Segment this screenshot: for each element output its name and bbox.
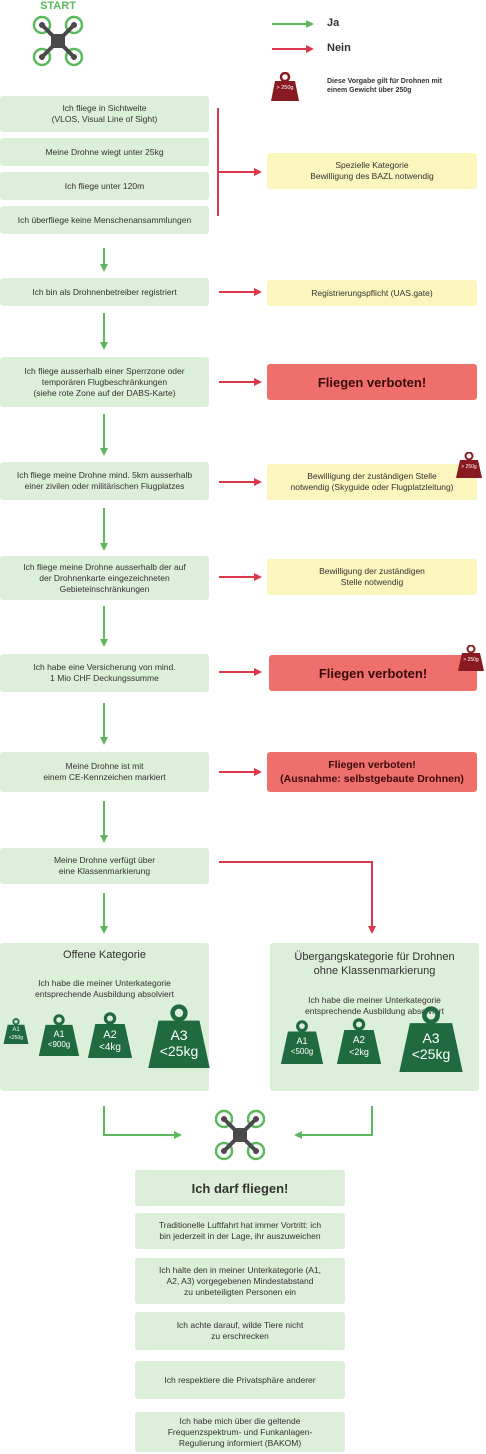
weight-icon: A2<4kg	[87, 1012, 133, 1058]
condition-zone: Ich fliege ausserhalb einer Sperrzone od…	[0, 357, 209, 407]
weight-class-label: A1	[53, 1029, 65, 1040]
condition-insurance: Ich habe eine Versicherung von mind. 1 M…	[0, 654, 209, 692]
weight-icon: > 250g	[270, 72, 300, 102]
condition-ce-mark: Meine Drohne ist mit einem CE-Kennzeiche…	[0, 752, 209, 792]
weight-icon: > 250g	[457, 645, 485, 671]
weight-limit-label: <2kg	[349, 1046, 369, 1057]
weight-limit-label: <500g	[290, 1046, 314, 1056]
weight-limit-label: <25kg	[411, 1045, 451, 1062]
final-rule: Ich halte den in meiner Unterkategorie (…	[135, 1258, 345, 1304]
condition-map: Ich fliege meine Drohne ausserhalb der a…	[0, 556, 209, 600]
outcome-forbidden-ce: Fliegen verboten! (Ausnahme: selbstgebau…	[267, 752, 477, 792]
outcome-airport-permit: Bewilligung der zuständigen Stelle notwe…	[267, 464, 477, 500]
drone-icon	[214, 1109, 266, 1161]
condition-crowds: Ich überfliege keine Menschenansammlunge…	[0, 206, 209, 234]
weight-limit-label: <900g	[47, 1040, 71, 1050]
condition-vlos: Ich fliege in Sichtweite (VLOS, Visual L…	[0, 96, 209, 132]
legend-weight-badge: > 250g	[276, 85, 294, 91]
outcome-registration: Registrierungspflicht (UAS.gate)	[267, 280, 477, 306]
weight-icon: A1<900g	[38, 1014, 80, 1056]
weight-class-label: A1	[12, 1027, 20, 1034]
weight-icon: A3<25kg	[398, 1006, 464, 1072]
weight-icon: A1<250g	[3, 1018, 29, 1044]
weight-icon: A2<2kg	[336, 1018, 382, 1064]
legend-no-label: Nein	[327, 42, 351, 54]
legend-weight-note: Diese Vorgabe gilt für Drohnen mit einem…	[327, 78, 442, 94]
final-title: Ich darf fliegen!	[135, 1170, 345, 1206]
condition-height: Ich fliege unter 120m	[0, 172, 209, 200]
condition-class-marking: Meine Drohne verfügt über eine Klassenma…	[0, 848, 209, 884]
weight-class-label: A1	[296, 1035, 308, 1046]
final-rule: Ich respektiere die Privatsphäre anderer	[135, 1361, 345, 1399]
outcome-area-permit: Bewilligung der zuständigen Stelle notwe…	[267, 559, 477, 595]
outcome-special-category: Spezielle Kategorie Bewilligung des BAZL…	[267, 153, 477, 189]
weight-icon: A3<25kg	[147, 1004, 211, 1068]
legend-yes-label: Ja	[327, 17, 340, 29]
final-rule: Ich achte darauf, wilde Tiere nicht zu e…	[135, 1312, 345, 1350]
weight-limit-label: <25kg	[159, 1043, 199, 1060]
weight-class-label: A2	[103, 1028, 117, 1041]
airport-weight-badge: > 250g	[461, 464, 477, 470]
weight-limit-label: <250g	[8, 1035, 24, 1042]
insurance-weight-badge: > 250g	[463, 657, 479, 663]
drone-icon	[32, 15, 84, 67]
condition-airport: Ich fliege meine Drohne mind. 5km ausser…	[0, 462, 209, 500]
condition-registered: Ich bin als Drohnenbetreiber registriert	[0, 278, 209, 306]
start-label: START	[40, 0, 76, 12]
final-rule: Traditionelle Luftfahrt hat immer Vortri…	[135, 1213, 345, 1249]
weight-icon: A1<500g	[280, 1020, 324, 1064]
weight-limit-label: <4kg	[99, 1041, 121, 1053]
open-category-title: Offene Kategorie	[63, 949, 146, 961]
weight-class-label: A2	[352, 1034, 366, 1046]
open-category-text: Ich habe die meiner Unterkategorie entsp…	[35, 978, 174, 999]
weight-class-label: A3	[170, 1027, 188, 1044]
outcome-forbidden-zone: Fliegen verboten!	[267, 364, 477, 400]
condition-weight: Meine Drohne wiegt unter 25kg	[0, 138, 209, 166]
weight-icon: > 250g	[455, 452, 483, 478]
outcome-forbidden-insurance: Fliegen verboten!	[269, 655, 477, 691]
final-rule: Ich habe mich über die geltende Frequenz…	[135, 1412, 345, 1452]
transition-category-title: Übergangskategorie für Drohnen ohne Klas…	[294, 951, 455, 977]
weight-class-label: A3	[422, 1029, 440, 1046]
